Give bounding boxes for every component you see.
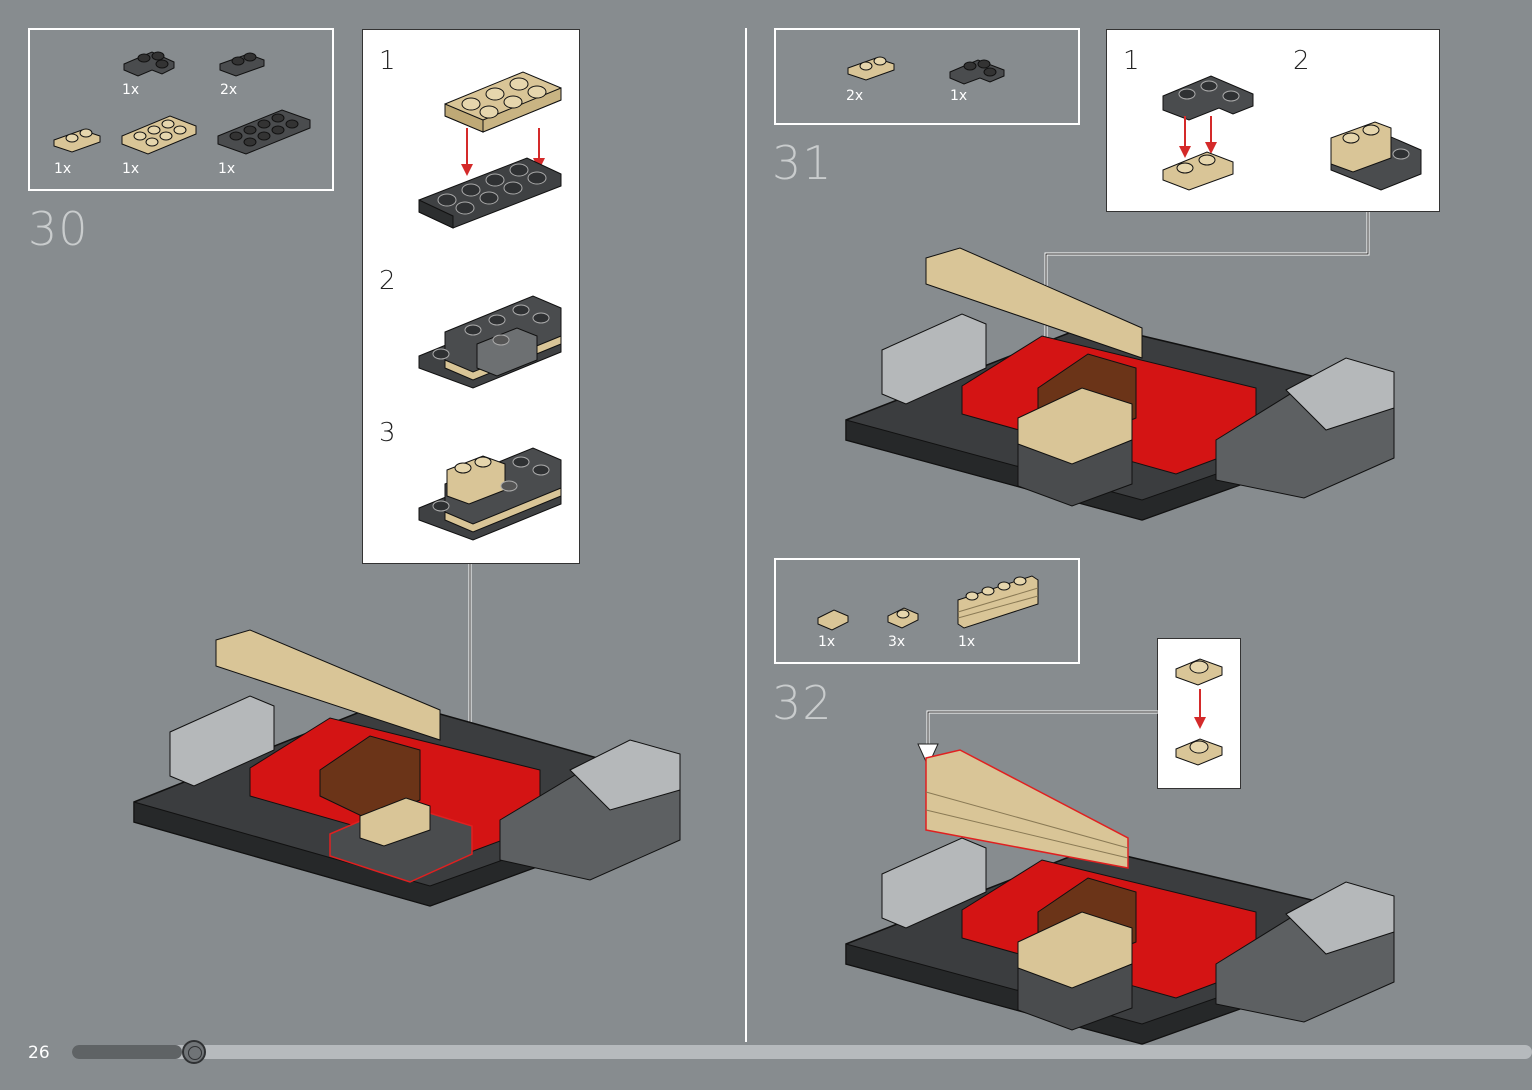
page-divider — [745, 28, 747, 1042]
substep-number: 3 — [379, 418, 396, 448]
subassembly-result-icon — [1329, 120, 1425, 190]
part-qty: 1x — [958, 634, 975, 650]
part-qty: 1x — [818, 634, 835, 650]
step-number: 31 — [772, 136, 833, 190]
page-number: 26 — [28, 1043, 50, 1063]
model-step-31 — [842, 244, 1398, 524]
dark-gray-plate-1x2-icon — [218, 48, 270, 82]
tan-round-plate-icon — [886, 604, 922, 634]
tan-plate-1x2-icon — [52, 124, 104, 158]
dark-gray-plate-2x4-icon — [417, 156, 563, 246]
substep-number: 1 — [1123, 46, 1140, 76]
parts-list-step-31: 2x 1x — [774, 28, 1080, 125]
dark-gray-corner-plate-icon — [122, 42, 182, 82]
part-qty: 2x — [220, 82, 237, 98]
progress-knob[interactable] — [182, 1040, 206, 1064]
model-step-32 — [842, 748, 1398, 1048]
step-number: 32 — [772, 676, 833, 730]
tan-plate-1x2-icon — [846, 52, 898, 86]
part-qty: 3x — [888, 634, 905, 650]
subassembly-callout: 1 2 3 — [362, 29, 580, 564]
progress-fill — [72, 1045, 182, 1059]
subassembly-stage-2-icon — [417, 290, 563, 400]
parts-list-step-32: 1x 3x 1x — [774, 558, 1080, 664]
substep-number: 2 — [379, 266, 396, 296]
dark-gray-plate-2x4-icon — [216, 106, 312, 162]
dark-gray-corner-plate-icon — [948, 50, 1012, 90]
part-qty: 1x — [54, 161, 71, 177]
subassembly-callout: 1 2 — [1106, 29, 1440, 212]
progress-track — [72, 1045, 1532, 1059]
part-qty: 1x — [122, 161, 139, 177]
parts-list-step-30: 1x 2x 1x 1x 1x — [28, 28, 334, 191]
model-step-30 — [130, 620, 690, 910]
step-number: 30 — [28, 202, 89, 256]
tan-tile-icon — [816, 608, 852, 634]
tan-round-plate-icon — [1174, 653, 1226, 693]
substep-number: 2 — [1293, 46, 1310, 76]
tan-plate-1x2-icon — [1161, 148, 1237, 194]
part-qty: 1x — [950, 88, 967, 104]
tan-plate-2x3-icon — [120, 110, 200, 160]
tan-brick-wall-icon — [956, 574, 1042, 632]
arrow-down-icon — [1192, 689, 1208, 735]
part-qty: 2x — [846, 88, 863, 104]
substep-number: 1 — [379, 46, 396, 76]
part-qty: 1x — [218, 161, 235, 177]
subassembly-stage-3-icon — [417, 440, 563, 550]
part-qty: 1x — [122, 82, 139, 98]
